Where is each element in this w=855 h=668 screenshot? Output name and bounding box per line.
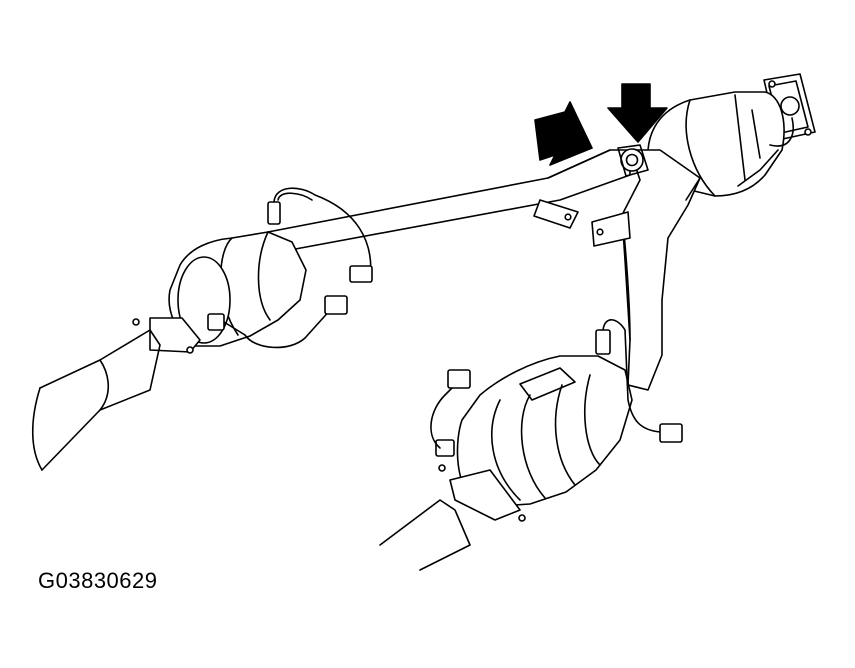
pipe-hanger-bracket (533, 199, 579, 229)
joint-nut (617, 144, 649, 177)
sensor-connector-icon (324, 295, 348, 315)
sensor-connector-icon (659, 423, 683, 443)
sensor-connector-icon (349, 265, 373, 283)
figure-id-label: G03830629 (38, 568, 158, 593)
lower-outlet-pipe (379, 464, 526, 571)
sensor-connector-icon (447, 369, 471, 389)
pointer-arrow-left (534, 101, 593, 166)
left-catalytic-converter (168, 231, 307, 347)
lower-oxygen-sensor (430, 369, 471, 457)
upper-lower-oxygen-sensor (595, 319, 683, 443)
upper-left-oxygen-sensor (267, 187, 373, 283)
lower-left-oxygen-sensor (207, 295, 348, 349)
left-pipe (267, 149, 631, 251)
left-outlet-pipe (31, 317, 201, 471)
pointer-arrow-right (607, 83, 668, 143)
y-pipe (621, 149, 701, 391)
lower-catalytic-converter (456, 355, 633, 507)
pipe-hanger-bracket (591, 211, 631, 247)
